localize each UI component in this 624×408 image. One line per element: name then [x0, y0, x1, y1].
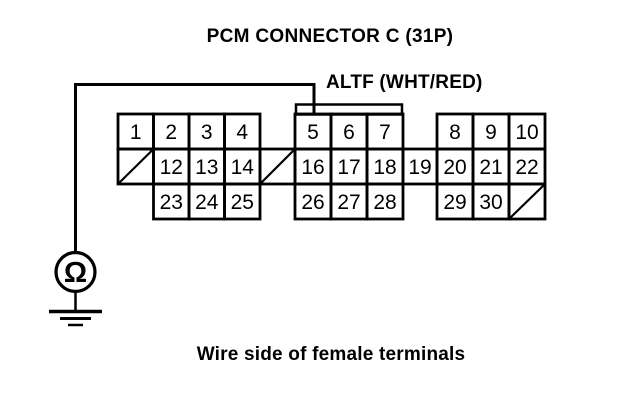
- pin-number: 10: [515, 121, 538, 144]
- pin-number: 8: [449, 121, 461, 144]
- pin-number: 20: [443, 156, 466, 179]
- pin-number: 24: [195, 191, 219, 214]
- pin-number: 12: [160, 156, 183, 179]
- pin-number: 18: [373, 156, 396, 179]
- pin-cell-28: [365, 182, 405, 221]
- pin-number: 14: [231, 156, 255, 179]
- no-pin-slash: [509, 184, 545, 219]
- pin-number: 22: [515, 156, 538, 179]
- pin-number: 4: [236, 121, 248, 144]
- pin-number: 16: [301, 156, 324, 179]
- pin-number: 13: [195, 156, 218, 179]
- pin-number: 23: [160, 191, 183, 214]
- pin-number: 27: [337, 191, 360, 214]
- page-title: PCM CONNECTOR C (31P): [206, 26, 454, 47]
- pin-number: 6: [343, 121, 355, 144]
- no-pin-slash: [260, 149, 295, 184]
- pin-number: 9: [485, 121, 497, 144]
- pin-cell-25: [223, 182, 262, 221]
- altf-wire-label: ALTF (WHT/RED): [326, 72, 483, 93]
- pin-number: 17: [337, 156, 360, 179]
- pin-number: 21: [479, 156, 502, 179]
- ohm-symbol: Ω: [64, 257, 87, 289]
- caption: Wire side of female terminals: [196, 344, 466, 365]
- pin-number: 29: [443, 191, 466, 214]
- pin-number: 1: [130, 121, 142, 144]
- ohmmeter-icon: Ω: [54, 250, 97, 294]
- empty-cell: [507, 182, 547, 221]
- pin-number: 25: [231, 191, 254, 214]
- pin-number: 3: [201, 121, 213, 144]
- no-pin-slash: [118, 149, 154, 184]
- pin-number: 7: [379, 121, 391, 144]
- pin-number: 30: [479, 191, 502, 214]
- pin-number: 19: [408, 156, 431, 179]
- test-wire: [74, 83, 316, 252]
- ground-icon: [49, 291, 102, 327]
- pin-number: 28: [373, 191, 396, 214]
- pin-number: 5: [307, 121, 319, 144]
- pin-number: 26: [301, 191, 324, 214]
- pin-number: 2: [165, 121, 177, 144]
